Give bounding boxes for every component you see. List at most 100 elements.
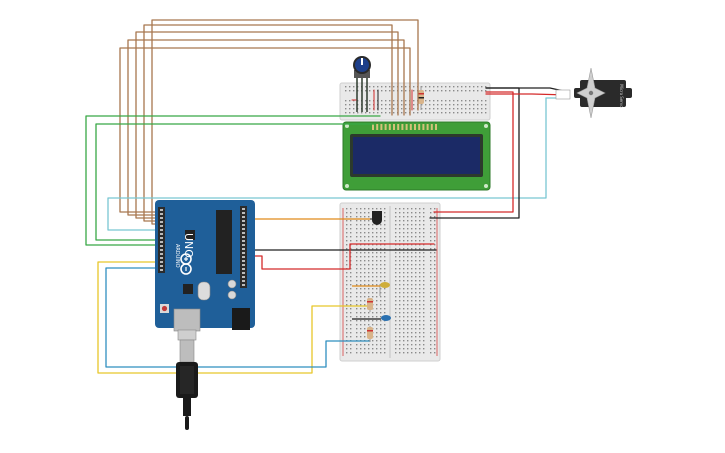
breadboard-hole: [407, 268, 409, 270]
digital-pin: [160, 233, 163, 235]
breadboard-hole: [377, 112, 379, 114]
breadboard-hole: [423, 304, 425, 306]
breadboard-hole: [384, 348, 386, 350]
breadboard-hole: [461, 90, 463, 92]
breadboard-hole: [368, 244, 370, 246]
led-blue[interactable]: [352, 315, 391, 321]
breadboard-hole: [403, 292, 405, 294]
breadboard-hole: [380, 248, 382, 250]
breadboard-hole: [469, 112, 471, 114]
wire-brown-2[interactable]: [127, 39, 405, 216]
power-analog-pin: [242, 244, 245, 246]
breadboard-hole: [384, 280, 386, 282]
breadboard-hole: [360, 220, 362, 222]
breadboard-hole: [430, 268, 432, 270]
breadboard-hole: [372, 340, 374, 342]
usb-cable-icon[interactable]: [176, 329, 198, 430]
breadboard-hole: [393, 112, 395, 114]
breadboard-hole: [376, 304, 378, 306]
breadboard-hole: [403, 260, 405, 262]
breadboard-hole: [419, 288, 421, 290]
breadboard-hole: [356, 248, 358, 250]
breadboard-hole: [361, 112, 363, 114]
breadboard-hole: [403, 312, 405, 314]
dc-power-jack[interactable]: [232, 308, 250, 330]
breadboard-hole: [376, 276, 378, 278]
breadboard-hole: [469, 90, 471, 92]
lcd-pin: [401, 124, 404, 130]
breadboard-hole: [461, 104, 463, 106]
breadboard-hole: [364, 236, 366, 238]
breadboard-hole: [360, 248, 362, 250]
breadboard-hole: [373, 112, 375, 114]
breadboard-hole: [403, 324, 405, 326]
breadboard-hole: [419, 316, 421, 318]
power-analog-pin: [242, 284, 245, 286]
breadboard-hole: [372, 352, 374, 354]
breadboard-hole: [399, 212, 401, 214]
servo-motor-icon[interactable]: Micro Servo: [555, 67, 632, 119]
breadboard-hole: [407, 296, 409, 298]
breadboard-hole: [364, 316, 366, 318]
lcd-module[interactable]: [342, 121, 491, 191]
breadboard-hole: [411, 220, 413, 222]
breadboard-hole: [421, 104, 423, 106]
breadboard-hole: [434, 300, 436, 302]
breadboard-hole: [346, 236, 348, 238]
wire-blue[interactable]: [105, 267, 371, 368]
breadboard-hole: [419, 216, 421, 218]
usb-port[interactable]: [173, 308, 201, 332]
breadboard-hole: [384, 212, 386, 214]
wire-green-2[interactable]: [95, 123, 375, 241]
arduino-uno-board[interactable]: UNO ARDUINO: [155, 200, 255, 332]
breadboard-hole: [415, 252, 417, 254]
bottom-breadboard[interactable]: [339, 202, 441, 362]
breadboard-hole: [350, 304, 352, 306]
breadboard-hole: [364, 244, 366, 246]
breadboard-hole: [350, 252, 352, 254]
resistor-lcd-backlight[interactable]: [418, 86, 424, 110]
breadboard-hole: [411, 276, 413, 278]
breadboard-hole: [350, 244, 352, 246]
breadboard-hole: [434, 316, 436, 318]
wire-brown-4[interactable]: [143, 24, 393, 222]
breadboard-hole: [430, 244, 432, 246]
breadboard-hole: [465, 86, 467, 88]
breadboard-hole: [368, 256, 370, 258]
breadboard-hole: [345, 90, 347, 92]
breadboard-hole: [380, 232, 382, 234]
breadboard-hole: [449, 90, 451, 92]
breadboard-hole: [369, 90, 371, 92]
wire-yellow[interactable]: [97, 261, 371, 374]
breadboard-hole: [434, 236, 436, 238]
breadboard-hole: [423, 228, 425, 230]
temperature-sensor-icon[interactable]: [370, 211, 382, 225]
power-analog-pin: [242, 228, 245, 230]
breadboard-hole: [376, 344, 378, 346]
resistor-led-2[interactable]: [367, 326, 373, 342]
breadboard-hole: [350, 256, 352, 258]
power-analog-pin: [242, 216, 245, 218]
digital-pin: [160, 241, 163, 243]
breadboard-hole: [473, 100, 475, 102]
wire-brown-1[interactable]: [119, 47, 411, 213]
reset-button[interactable]: [161, 305, 168, 312]
breadboard-hole: [360, 308, 362, 310]
breadboard-hole: [356, 220, 358, 222]
breadboard-hole: [380, 296, 382, 298]
breadboard-hole: [411, 236, 413, 238]
wire-red-5v[interactable]: [247, 243, 435, 270]
led-yellow[interactable]: [352, 282, 390, 296]
wire-cyan-servo[interactable]: [107, 97, 569, 231]
resistor-led-1[interactable]: [367, 298, 373, 312]
breadboard-hole: [360, 244, 362, 246]
potentiometer-icon[interactable]: [353, 56, 371, 112]
breadboard-hole: [360, 300, 362, 302]
lcd-mount-hole: [484, 184, 488, 188]
wire-brown-5[interactable]: [151, 19, 419, 225]
breadboard-hole: [364, 324, 366, 326]
power-analog-pin: [242, 212, 245, 214]
breadboard-hole: [384, 264, 386, 266]
wire-red-bb-link[interactable]: [433, 91, 514, 213]
wire-green-1[interactable]: [85, 115, 381, 246]
